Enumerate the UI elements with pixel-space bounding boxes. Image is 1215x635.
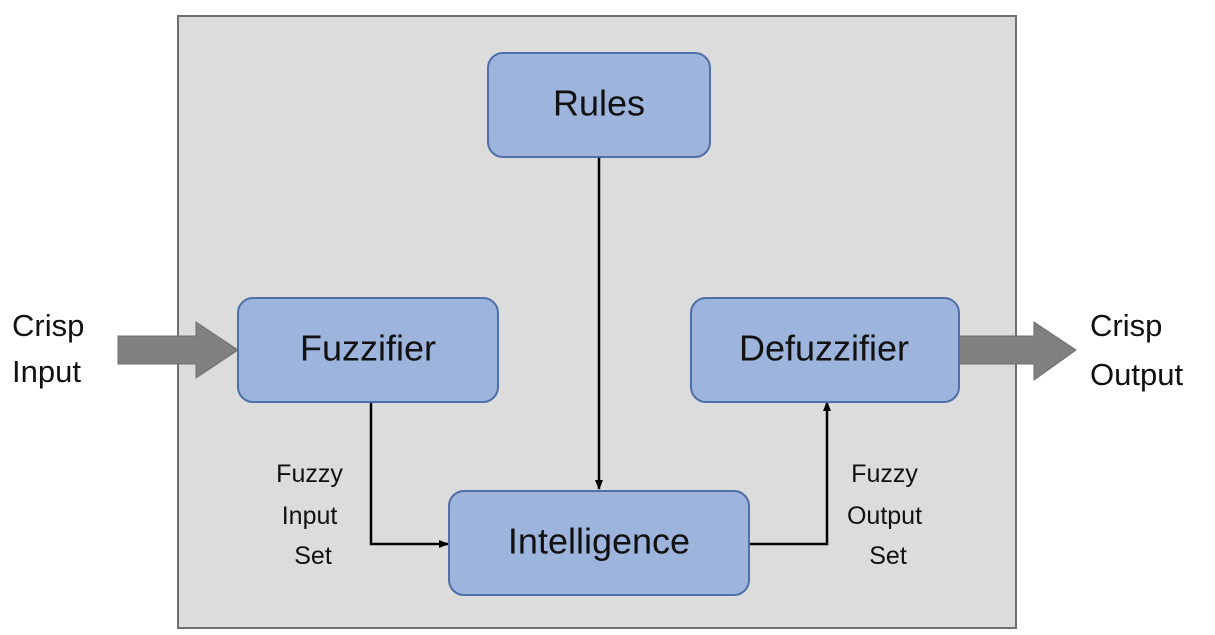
fuzzy-output-set-line-1: Fuzzy [851,460,918,488]
fuzzifier-block: Fuzzifier [237,297,499,403]
defuzzifier-block: Defuzzifier [690,297,960,403]
defuzzifier-block-box [690,297,960,403]
fuzzy-input-set-line-2: Input [282,502,338,530]
crisp-input-label: Crisp Input [12,308,93,389]
crisp-output-line-1: Crisp [1090,308,1162,343]
fuzzy-input-set-line-1: Fuzzy [276,460,343,488]
crisp-output-line-2: Output [1090,357,1183,392]
fuzzy-input-set-connector [369,402,449,548]
intelligence-label: Intelligence [508,521,690,562]
fuzzy-output-set-line-3: Set [869,542,907,570]
crisp-output-arrow [957,321,1077,381]
fuzzy-input-set-label: Fuzzy Input Set [276,460,350,570]
crisp-output-label: Crisp Output [1090,308,1183,392]
fuzzy-output-set-connector [749,401,831,546]
fuzzy-input-set-line-3: Set [294,542,332,570]
rules-label: Rules [553,83,645,124]
crisp-input-line-1: Crisp [12,308,84,343]
intelligence-block-box [448,490,750,596]
intelligence-block: Intelligence [448,490,750,596]
fuzzifier-block-box [237,297,499,403]
crisp-input-line-2: Input [12,354,81,389]
rules-block: Rules [487,52,711,158]
crisp-input-arrow [117,321,239,379]
fuzzy-output-set-line-2: Output [847,502,922,530]
defuzzifier-label: Defuzzifier [739,328,909,369]
fuzzifier-label: Fuzzifier [300,328,436,369]
rules-block-box [487,52,711,158]
fuzzy-output-set-label: Fuzzy Output Set [847,460,929,570]
